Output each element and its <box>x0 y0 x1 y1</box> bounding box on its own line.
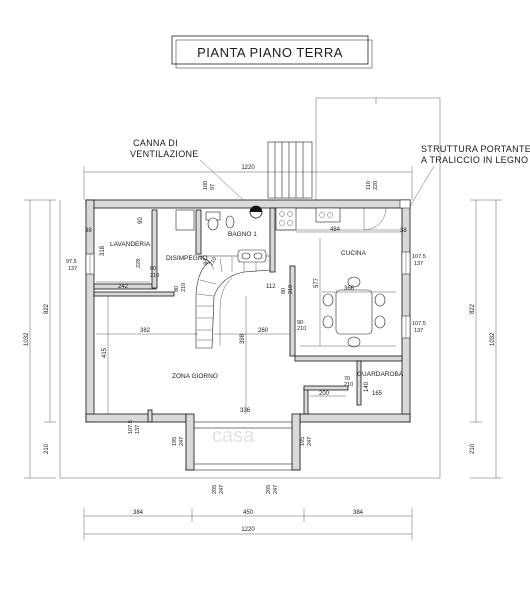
dim-left-1032: 1032 <box>24 332 30 346</box>
dim-right-210: 210 <box>470 443 476 454</box>
dim-228: 228 <box>136 259 142 268</box>
dim-210f: 210 <box>344 382 353 388</box>
dim-left: 1032 822 210 <box>24 199 56 479</box>
win-bot-a: 195 <box>172 437 178 446</box>
dim-382: 382 <box>140 328 151 334</box>
dim-336: 336 <box>240 408 251 414</box>
dim-220: 220 <box>373 181 379 190</box>
dim-top-width: 1220 <box>241 165 255 171</box>
window-labels: 97.5 137 107.5 137 107.5 137 107.5 137 1… <box>66 254 426 494</box>
bathroom-fixtures <box>175 209 267 263</box>
dim-210c: 210 <box>181 283 187 292</box>
dim-100: 100 <box>203 181 209 190</box>
win-right-top-b: 137 <box>414 261 423 267</box>
dim-210e: 210 <box>297 326 306 332</box>
dim-right-1032: 1032 <box>490 332 496 346</box>
staircase <box>195 255 271 349</box>
dim-38a: 38 <box>85 228 92 234</box>
dim-398: 398 <box>240 333 246 344</box>
dim-200: 200 <box>319 391 330 397</box>
entrance-steps <box>267 141 313 199</box>
room-disimpegno: DISIMPEGNO <box>166 255 208 262</box>
dim-bottom-right: 384 <box>353 510 364 516</box>
dim-right-822: 822 <box>470 303 476 314</box>
dim-97: 97 <box>210 184 216 190</box>
win-left-bot-a: 107.5 <box>128 420 134 434</box>
win-right-mid-a: 107.5 <box>412 321 426 327</box>
title-box: PIANTA PIANO TERRA <box>171 35 373 69</box>
dim-90b: 90 <box>297 320 303 326</box>
plan-title: PIANTA PIANO TERRA <box>197 45 343 60</box>
dim-210b: 210 <box>209 256 219 267</box>
win-left-top-b: 137 <box>68 266 77 272</box>
pergola-structure <box>59 97 441 479</box>
dim-484: 484 <box>330 227 341 233</box>
dim-112: 112 <box>266 284 276 290</box>
win-bot4-a: 195 <box>300 437 306 446</box>
note-canna-line2: VENTILAZIONE <box>130 149 199 159</box>
room-cucina: CUCINA <box>341 250 367 257</box>
dim-bottom-mid: 450 <box>243 510 254 516</box>
win-bot3-a: 205 <box>266 485 272 494</box>
kitchen-fixtures <box>275 207 402 231</box>
dim-415: 415 <box>102 347 108 358</box>
watermark: casa <box>212 425 255 447</box>
win-right-top-a: 107.5 <box>412 254 426 260</box>
room-zona-giorno: ZONA GIORNO <box>172 373 218 380</box>
note-struttura-line2: A TRALICCIO IN LEGNO <box>421 155 528 165</box>
dim-38b: 38 <box>400 228 407 234</box>
dim-top: 1220 <box>83 165 413 200</box>
interior-dimensions: 484 366 577 382 260 415 398 242 318 38 3… <box>85 181 407 414</box>
windows <box>85 199 411 339</box>
dim-80b: 80 <box>203 259 211 267</box>
dim-242: 242 <box>118 284 129 290</box>
dim-210a: 210 <box>150 273 159 279</box>
dim-210d: 210 <box>288 285 294 294</box>
room-guardaroba: GUARDAROBA <box>357 371 404 378</box>
dim-bottom: 384 450 384 1220 <box>83 508 413 540</box>
dining-table <box>300 276 396 348</box>
front-porch <box>185 413 301 471</box>
dim-right: 822 1032 210 <box>470 199 502 479</box>
dim-bottom-left: 384 <box>133 510 144 516</box>
dim-left-210: 210 <box>44 443 50 454</box>
dim-577: 577 <box>314 277 320 288</box>
room-lavanderia: LAVANDERIA <box>110 241 151 248</box>
interior-walls <box>93 207 403 423</box>
win-bot3-b: 247 <box>273 485 279 494</box>
note-struttura-line1: STRUTTURA PORTANTE <box>421 144 530 154</box>
dim-70: 70 <box>344 376 350 382</box>
win-bot2-b: 247 <box>219 485 225 494</box>
win-left-top-a: 97.5 <box>66 259 77 265</box>
note-canna-line1: CANNA DI <box>133 138 178 148</box>
dim-366: 366 <box>344 286 355 292</box>
win-bot4-b: 247 <box>307 437 313 446</box>
dim-140: 140 <box>364 381 370 392</box>
room-bagno: BAGNO 1 <box>228 231 257 238</box>
dim-left-822: 822 <box>44 303 50 314</box>
win-right-mid-b: 137 <box>414 328 423 334</box>
dim-bottom-total: 1220 <box>241 527 255 533</box>
dim-80a: 80 <box>150 266 156 272</box>
ventilation-shaft <box>249 205 263 219</box>
dim-165: 165 <box>372 391 383 397</box>
win-bot2-a: 205 <box>212 485 218 494</box>
dim-80c: 80 <box>174 286 180 292</box>
win-left-bot-b: 137 <box>135 425 141 434</box>
win-bot-b: 247 <box>179 437 185 446</box>
dim-90: 90 <box>138 217 144 224</box>
dim-260: 260 <box>258 328 269 334</box>
dim-80d: 80 <box>281 288 287 294</box>
dim-110: 110 <box>366 181 372 190</box>
dim-318: 318 <box>100 245 106 256</box>
